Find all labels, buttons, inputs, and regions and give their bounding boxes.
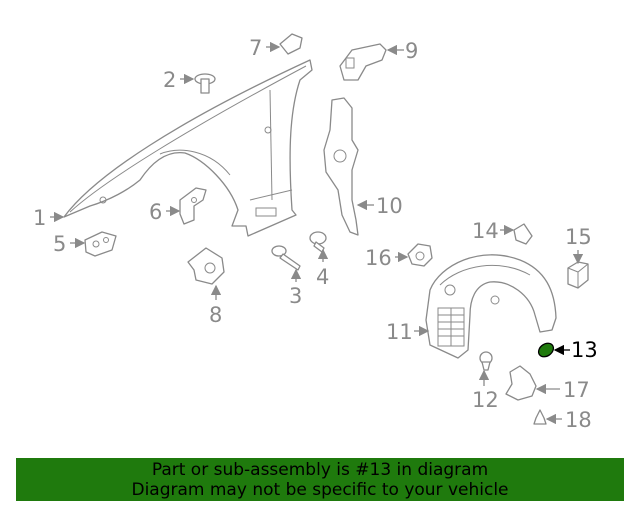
callout-numbers: 1 2 3 4 5 6 7 8 9 10 11 12 13 14 15 16 1… (33, 36, 598, 432)
fender-part (63, 59, 313, 237)
callout-9: 9 (405, 39, 418, 63)
hinge-bracket-part (84, 231, 117, 257)
push-clip-part (479, 351, 493, 371)
info-banner: Part or sub-assembly is #13 in diagram D… (16, 458, 624, 501)
callout-5: 5 (53, 232, 66, 256)
small-clip-part (513, 223, 533, 245)
callout-18: 18 (565, 408, 592, 432)
callout-8: 8 (209, 303, 222, 327)
callout-2: 2 (163, 68, 176, 92)
long-bolt-part (271, 245, 301, 271)
plate-bracket-part (187, 247, 225, 285)
callout-15: 15 (565, 225, 592, 249)
callout-11: 11 (386, 320, 413, 344)
callout-14: 14 (472, 219, 499, 243)
callout-4: 4 (316, 265, 329, 289)
grommet-part (407, 243, 433, 267)
highlighted-plug-part (537, 342, 555, 358)
bracket-part (179, 187, 207, 225)
banner-line-disclaimer: Diagram may not be specific to your vehi… (131, 480, 509, 500)
callout-6: 6 (149, 200, 162, 224)
callout-12: 12 (472, 388, 499, 412)
upper-bracket-part (339, 43, 387, 81)
callout-17: 17 (563, 378, 590, 402)
lower-bracket-part (505, 365, 537, 401)
clip-part (279, 33, 303, 55)
callout-1: 1 (33, 206, 46, 230)
callout-10: 10 (376, 194, 403, 218)
callout-16: 16 (365, 246, 392, 270)
callout-3: 3 (289, 284, 302, 308)
seal-shield-part (323, 97, 359, 236)
wheelhouse-liner-part (425, 254, 557, 359)
banner-line-part-number: Part or sub-assembly is #13 in diagram (151, 460, 489, 480)
bolt-part (194, 73, 216, 94)
callout-7: 7 (249, 36, 262, 60)
bumper-block-part (567, 261, 589, 289)
callout-13: 13 (571, 338, 598, 362)
leader-lines (50, 41, 584, 425)
push-pin-part (309, 231, 327, 253)
pin-fastener-part (533, 409, 547, 425)
